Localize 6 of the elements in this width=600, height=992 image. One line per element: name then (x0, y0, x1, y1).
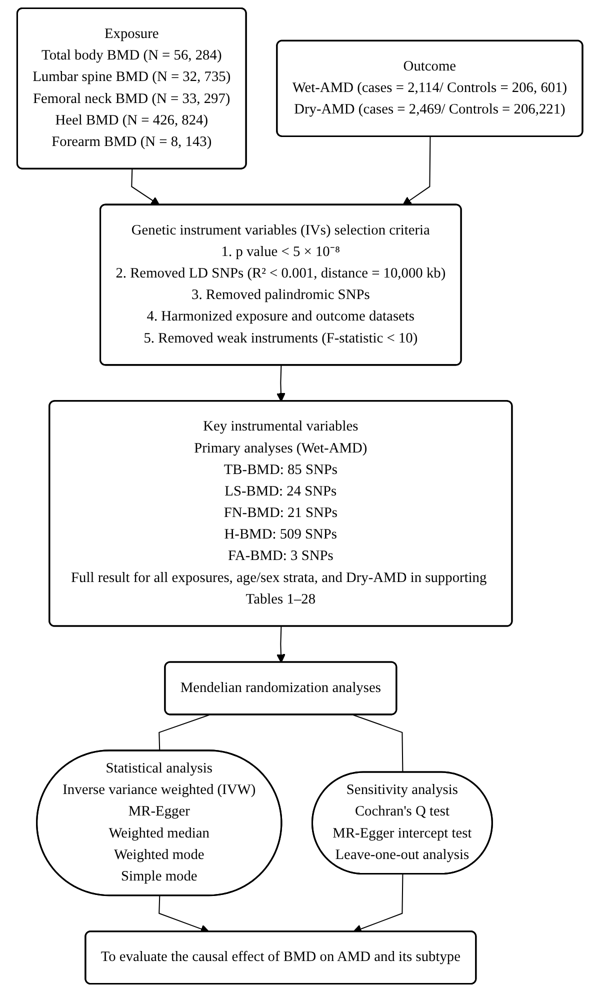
connector (353, 714, 404, 773)
arrow (276, 365, 286, 402)
arrow (402, 136, 431, 206)
connector (158, 714, 210, 751)
arrow (276, 626, 286, 663)
arrow (131, 169, 160, 206)
